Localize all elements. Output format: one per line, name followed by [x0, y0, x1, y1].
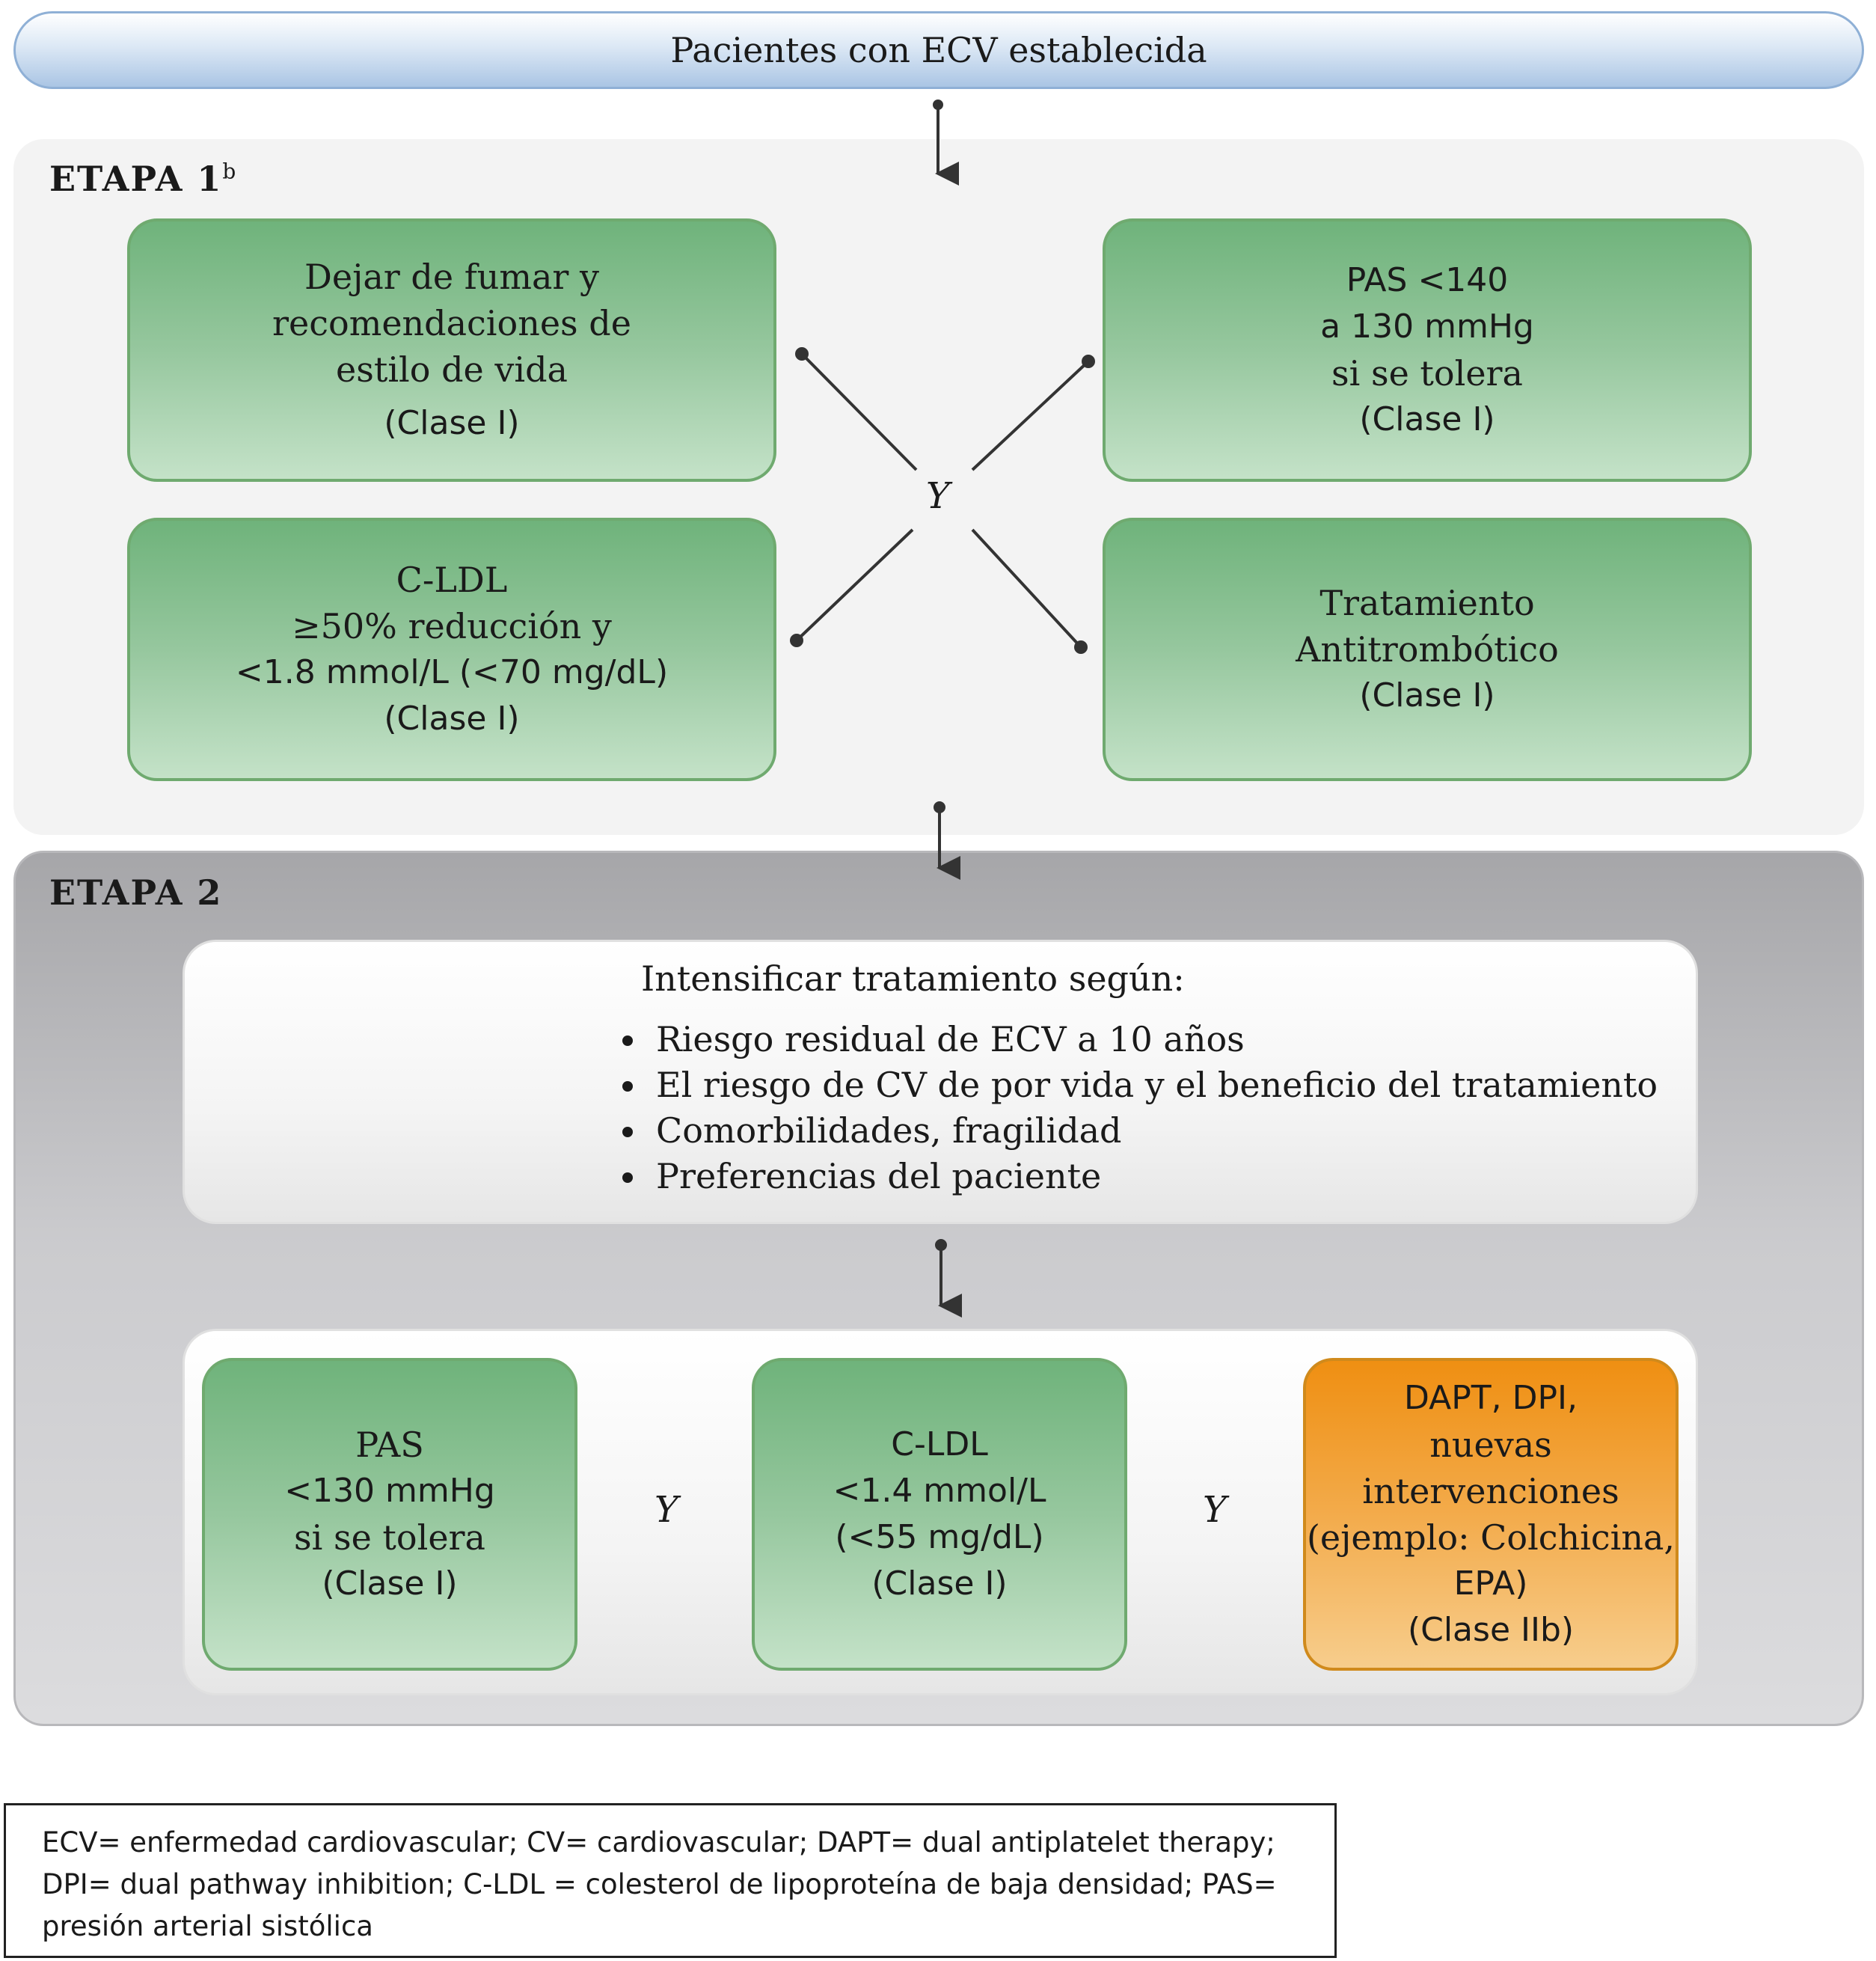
blood-pressure-box: PAS <140 a 130 mmHg si se tolera (Clase …: [1103, 218, 1752, 482]
stage-2-ldl-box: C-LDL <1.4 mmol/L (<55 mg/dL) (Clase I): [752, 1358, 1127, 1671]
arrow-to-stage-1: [933, 100, 959, 186]
abbreviations-legend: ECV= enfermedad cardiovascular; CV= card…: [4, 1803, 1337, 1958]
stage-1-label: ETAPA 1b: [49, 159, 238, 199]
intensify-panel: Intensificar tratamiento según: Riesgo r…: [183, 940, 1698, 1224]
intensify-heading: Intensificar tratamiento según:: [641, 958, 1185, 999]
dapt-interventions-box: DAPT, DPI, nuevas intervenciones (ejempl…: [1303, 1358, 1679, 1671]
stage-1-footnote-mark: b: [222, 159, 238, 184]
criteria-item: El riesgo de CV de por vida y el benefic…: [649, 1062, 1658, 1108]
top-banner: Pacientes con ECV establecida: [13, 11, 1864, 89]
criteria-item: Preferencias del paciente: [649, 1154, 1658, 1199]
x-connector-lines: [790, 347, 1095, 654]
intensify-criteria-list: Riesgo residual de ECV a 10 años El ries…: [604, 1017, 1658, 1199]
stage-2-and-connector-1: Y: [655, 1489, 678, 1531]
stage-2-label: ETAPA 2: [49, 872, 223, 913]
criteria-item: Comorbilidades, fragilidad: [649, 1108, 1658, 1154]
ldl-box: C-LDL ≥50% reducción y <1.8 mmol/L (<70 …: [127, 518, 776, 781]
criteria-item: Riesgo residual de ECV a 10 años: [649, 1017, 1658, 1062]
stage-1-and-connector: Y: [926, 475, 950, 517]
stage-2-blood-pressure-box: PAS <130 mmHg si se tolera (Clase I): [202, 1358, 577, 1671]
antithrombotic-box: Tratamiento Antitrombótico (Clase I): [1103, 518, 1752, 781]
stage-2-and-connector-2: Y: [1203, 1489, 1227, 1531]
lifestyle-box: Dejar de fumar y recomendaciones de esti…: [127, 218, 776, 482]
arrow-to-stage-2: [934, 801, 960, 880]
banner-title: Pacientes con ECV establecida: [670, 30, 1207, 70]
arrow-to-targets: [935, 1239, 962, 1318]
